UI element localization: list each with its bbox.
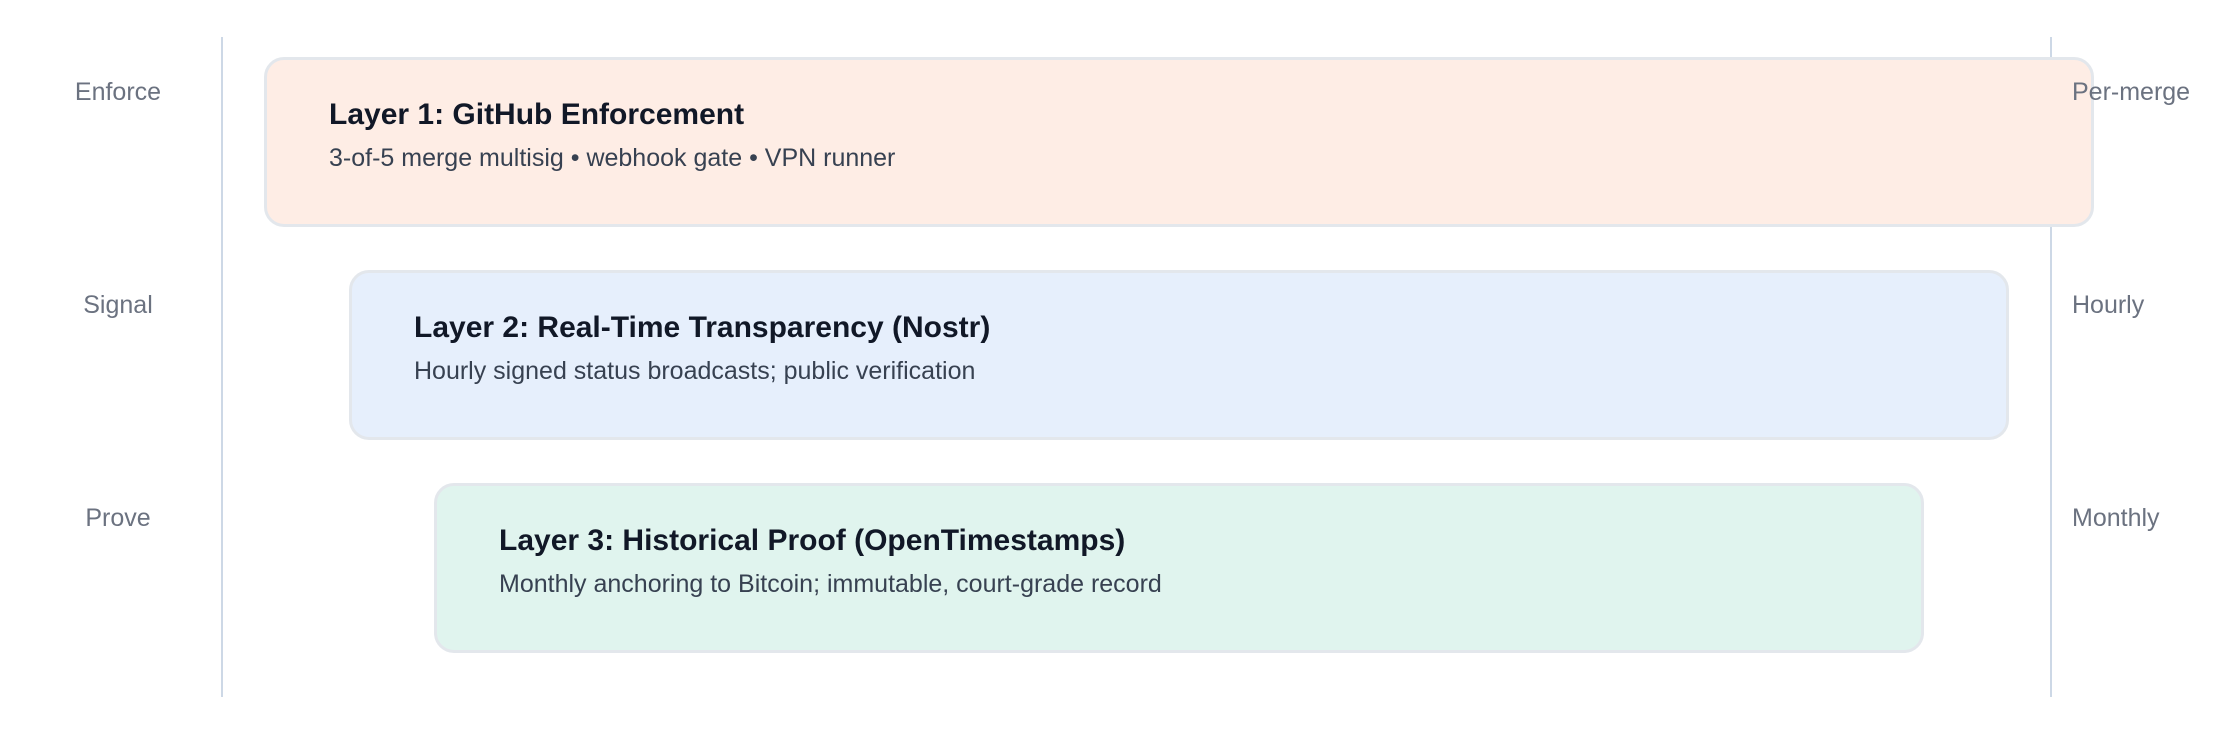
layer-1-description: 3-of-5 merge multisig • webhook gate • V… <box>329 144 896 172</box>
cadence-label-hourly: Hourly <box>2072 291 2145 319</box>
layer-3-description: Monthly anchoring to Bitcoin; immutable,… <box>499 570 1162 598</box>
right-guide-line <box>2050 37 2052 697</box>
layer-3-card: Layer 3: Historical Proof (OpenTimestamp… <box>434 483 1924 653</box>
layer-1-card: Layer 1: GitHub Enforcement 3-of-5 merge… <box>264 57 2094 227</box>
layer-2-description: Hourly signed status broadcasts; public … <box>414 357 976 385</box>
cadence-label-monthly: Monthly <box>2072 504 2160 532</box>
layer-2-card: Layer 2: Real-Time Transparency (Nostr) … <box>349 270 2009 440</box>
left-guide-line <box>221 37 223 697</box>
stage-label-prove: Prove <box>85 504 151 532</box>
stage-label-enforce: Enforce <box>74 78 162 106</box>
layer-2-title: Layer 2: Real-Time Transparency (Nostr) <box>414 311 991 344</box>
layer-3-title: Layer 3: Historical Proof (OpenTimestamp… <box>499 524 1126 557</box>
stage-label-signal: Signal <box>83 291 153 319</box>
layer-1-title: Layer 1: GitHub Enforcement <box>329 98 745 131</box>
cadence-label-per-merge: Per-merge <box>2072 78 2191 106</box>
